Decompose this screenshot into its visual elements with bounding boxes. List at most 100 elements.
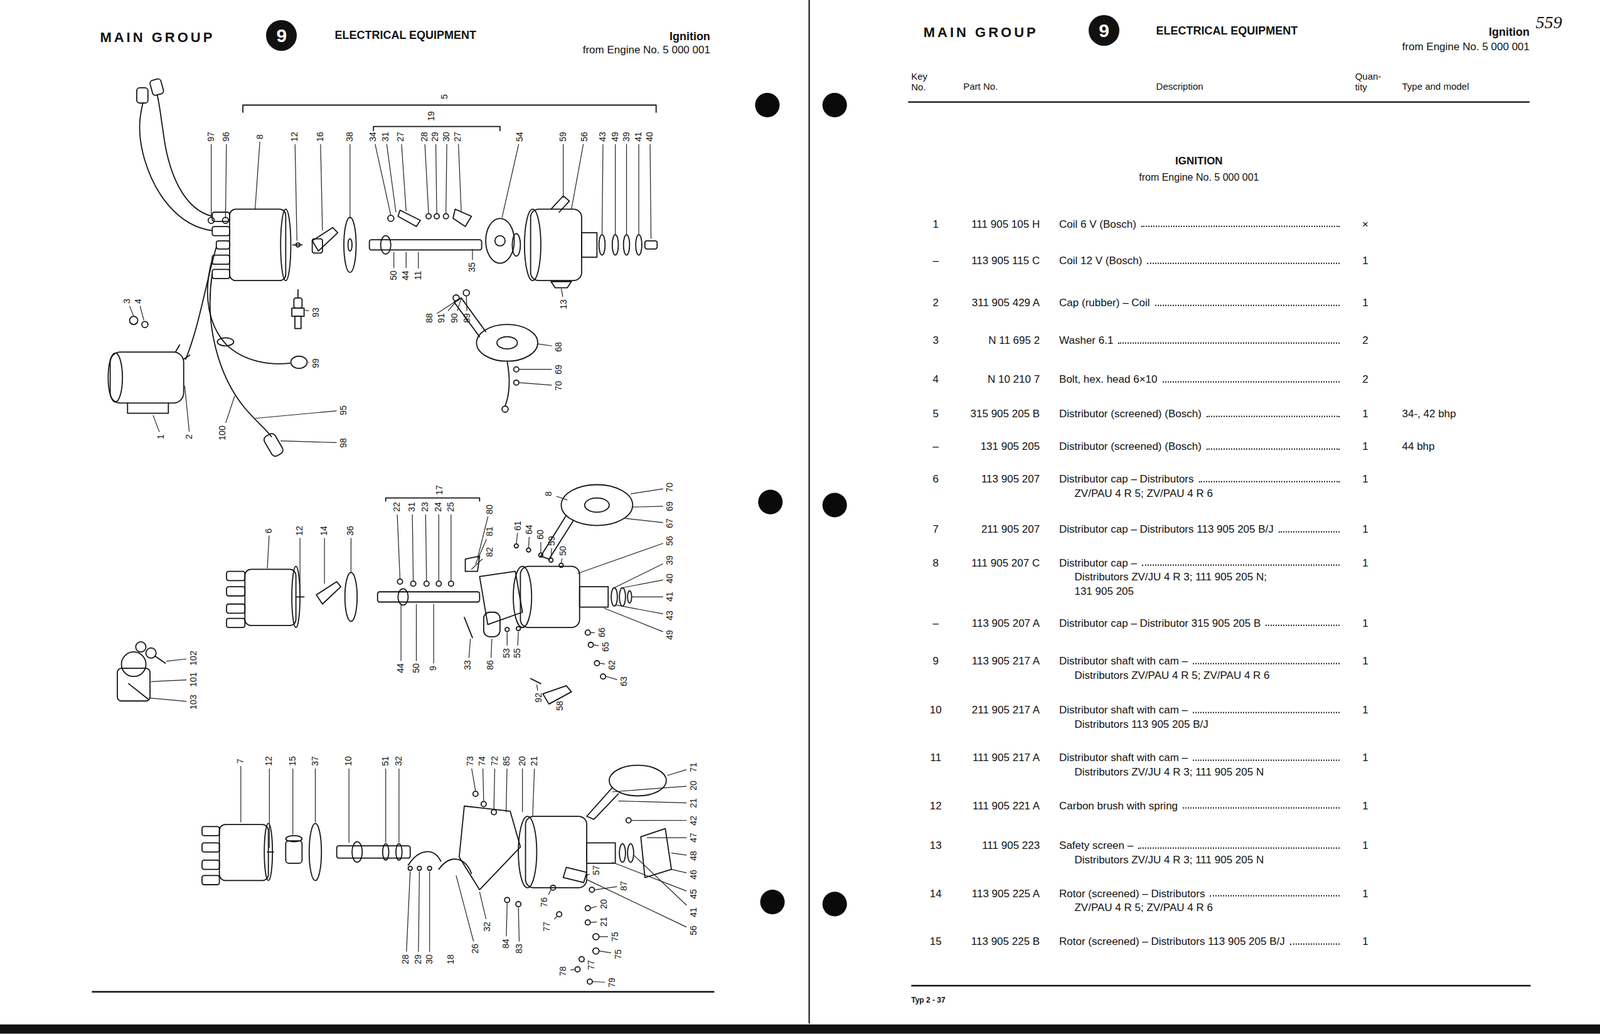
callout-box: 39 — [621, 131, 632, 142]
label-text: 113 905 115 C — [971, 254, 1040, 267]
leader-line — [267, 535, 270, 569]
callout-box: 30 — [424, 954, 435, 965]
leader-line — [417, 252, 419, 269]
callout-box: 27 — [395, 131, 406, 142]
leader-line — [210, 144, 212, 217]
leader-line — [537, 343, 552, 346]
callout-number: 47 — [688, 832, 699, 843]
callout-box: 83 — [514, 944, 524, 955]
text-box: 1 — [1362, 408, 1368, 421]
callout-box: 85 — [502, 756, 512, 767]
label-text: 1 — [1362, 935, 1368, 948]
leader-line — [618, 801, 688, 804]
callout-number: 50 — [557, 545, 568, 556]
label-text: 9 — [933, 654, 939, 667]
badge-number: 9 — [1098, 21, 1110, 41]
text-box: Distributors 113 905 205 B/J — [1074, 718, 1208, 731]
callout-box: 86 — [486, 660, 496, 671]
callout-box: 39 — [665, 555, 676, 566]
text-box: 1 — [1362, 557, 1368, 570]
leader-line — [522, 768, 523, 813]
text-box: 111 905 207 C — [971, 557, 1040, 570]
label-text: Bolt, hex. head 6×10 — [1059, 373, 1158, 386]
label-text: 12 — [929, 799, 942, 812]
leader-line — [398, 768, 400, 843]
callout-box: 29 — [413, 954, 423, 965]
dot-leader — [1155, 303, 1341, 306]
label-text: Distributor shaft with cam – — [1059, 655, 1188, 667]
callout-box: 36 — [346, 525, 356, 536]
callout-box: 8 — [255, 134, 265, 140]
callout-box: 103 — [188, 694, 199, 710]
leader-line — [633, 855, 687, 906]
dot-leader — [1192, 710, 1340, 713]
callout-box: 13 — [559, 299, 570, 310]
callout-number: 78 — [557, 966, 568, 977]
callout-number: 5 — [439, 94, 450, 100]
callout-box: 16 — [315, 131, 326, 142]
leader-line — [570, 969, 575, 971]
text-box: Distributors ZV/PAU 4 R 5; ZV/PAU 4 R 6 — [1074, 669, 1270, 682]
leader-line — [393, 252, 395, 269]
label-text: 13 — [929, 839, 942, 852]
dot-leader — [1146, 262, 1340, 265]
callout-number: 69 — [553, 364, 564, 375]
leader-line — [646, 837, 687, 839]
label-text: from Engine No. 5 000 001 — [1402, 40, 1530, 53]
callout-box: 32 — [394, 756, 404, 767]
dot-leader — [1278, 530, 1340, 533]
callout-box: 29 — [431, 131, 441, 142]
label-text: ELECTRICAL EQUIPMENT — [1156, 25, 1299, 38]
dot-leader — [1162, 380, 1341, 383]
callout-number: 85 — [501, 756, 512, 767]
label-text: 111 905 217 A — [972, 751, 1040, 764]
label-text: MAIN GROUP — [923, 24, 1039, 41]
callout-number: 48 — [688, 851, 699, 862]
leader-line — [594, 886, 617, 890]
leader-line — [624, 518, 663, 523]
callout-box: 77 — [587, 960, 597, 971]
callout-box: 89 — [462, 313, 472, 324]
leader-line — [255, 141, 261, 210]
callout-number: 44 — [400, 270, 411, 281]
callout-number: 31 — [380, 131, 391, 142]
callout-box: 80 — [485, 504, 495, 515]
leader-line — [491, 638, 492, 658]
callout-box: 65 — [601, 641, 611, 652]
callout-box: 60 — [535, 529, 546, 540]
leader-line — [583, 960, 585, 962]
description-cell: Coil 6 V (Bosch) — [1059, 218, 1340, 231]
dot-leader — [1209, 894, 1340, 897]
label-text: – — [933, 616, 939, 629]
leader-line — [506, 632, 508, 646]
text-box: MAIN GROUP — [923, 25, 1039, 41]
callout-number: 1 — [155, 434, 166, 440]
callout-box: 7 — [235, 758, 246, 764]
callout-number: 70 — [553, 380, 564, 391]
callout-box: 10 — [343, 756, 354, 767]
callout-number: 54 — [515, 131, 526, 142]
callout-number: 59 — [546, 535, 557, 546]
label-text: Quan- tity — [1355, 70, 1382, 93]
leader-line — [400, 604, 402, 662]
text-box: Part No. — [963, 81, 998, 93]
callout-number: 11 — [412, 271, 423, 281]
leader-line — [139, 306, 144, 321]
label-text: Key No. — [911, 70, 928, 93]
callout-number: 67 — [665, 518, 676, 529]
leader-line — [516, 532, 518, 544]
label-text: from Engine No. 5 000 001 — [582, 43, 711, 56]
leader-line — [631, 596, 664, 598]
callout-box: 20 — [688, 780, 699, 791]
description-cell: Carbon brush with spring — [1059, 800, 1340, 812]
text-box: 113 905 207 — [981, 473, 1040, 486]
callout-number: 81 — [484, 526, 495, 537]
label-text: 15 — [929, 935, 942, 948]
text-box: 5 — [933, 408, 939, 421]
callout-number: 21 — [598, 916, 609, 927]
callout-number: 96 — [220, 131, 231, 142]
label-text: 113 905 217 A — [971, 654, 1040, 667]
description-cell: Distributor (screened) (Bosch) — [1059, 441, 1340, 454]
callout-box: 59 — [547, 535, 557, 546]
callout-box: 51 — [380, 756, 391, 767]
